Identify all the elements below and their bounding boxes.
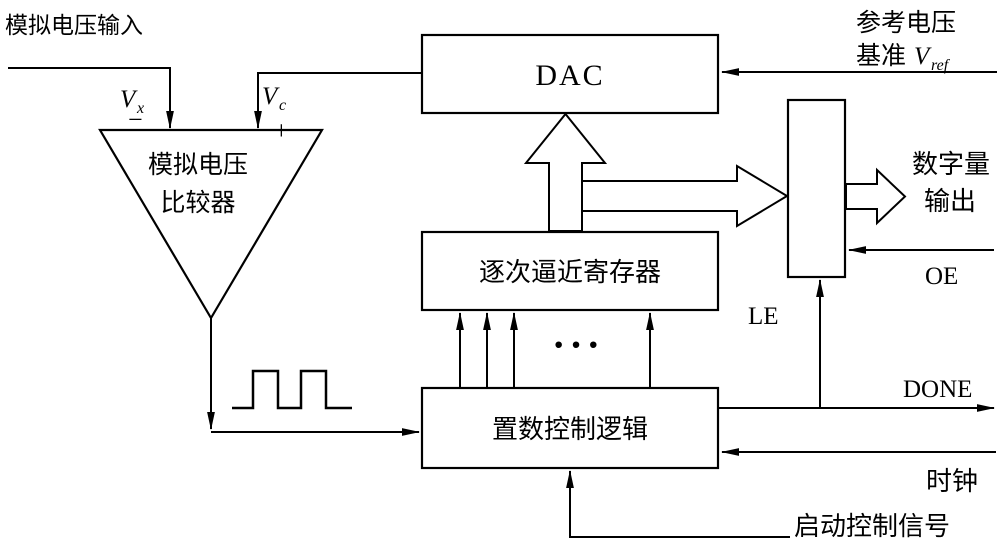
dac-block [420,33,720,115]
analog-input-wire [8,67,174,129]
digital-output-label-line1: 数字量 [912,150,990,179]
comparator-triangle [98,128,324,321]
vc-symbol: V [262,83,280,110]
sar-to-latch-block-arrow [581,164,789,228]
start-signal-wire [566,470,790,538]
comparator-label-line2: 比较器 [160,189,235,217]
digital-output-block-arrow [845,167,907,226]
clock-label: 时钟 [926,467,978,496]
digital-output-label-line2: 输出 [924,187,976,216]
dac-label: DAC [535,59,604,92]
vref-subscript: ref [931,57,951,74]
sar-label: 逐次逼近寄存器 [479,258,661,287]
done-label: DONE [903,376,972,403]
le-label: LE [748,303,779,330]
dac-feedback-wire [254,72,422,129]
vx-symbol: V [120,86,138,113]
oe-label: OE [925,263,958,290]
vref-symbol: V [914,43,932,70]
sar-to-dac-block-arrow [523,112,608,232]
start-signal-label: 启动控制信号 [794,512,950,541]
output-latch-block [786,98,847,279]
vref-label-line2: 基准 [856,42,906,70]
pulse-waveform [232,369,352,410]
vc-subscript: c [279,97,286,114]
control-logic-block [420,386,720,470]
vref-label-line1: 参考电压 [856,9,956,37]
control-logic-label: 置数控制逻辑 [492,415,648,444]
comparator-label-line1: 模拟电压 [148,151,248,179]
plus-sign: + [274,116,289,145]
analog-input-label: 模拟电压输入 [5,13,143,38]
minus-sign: − [128,105,143,134]
sar-block [420,230,720,312]
ellipsis-label: ··· [552,322,604,367]
vx-subscript: x [136,100,144,117]
